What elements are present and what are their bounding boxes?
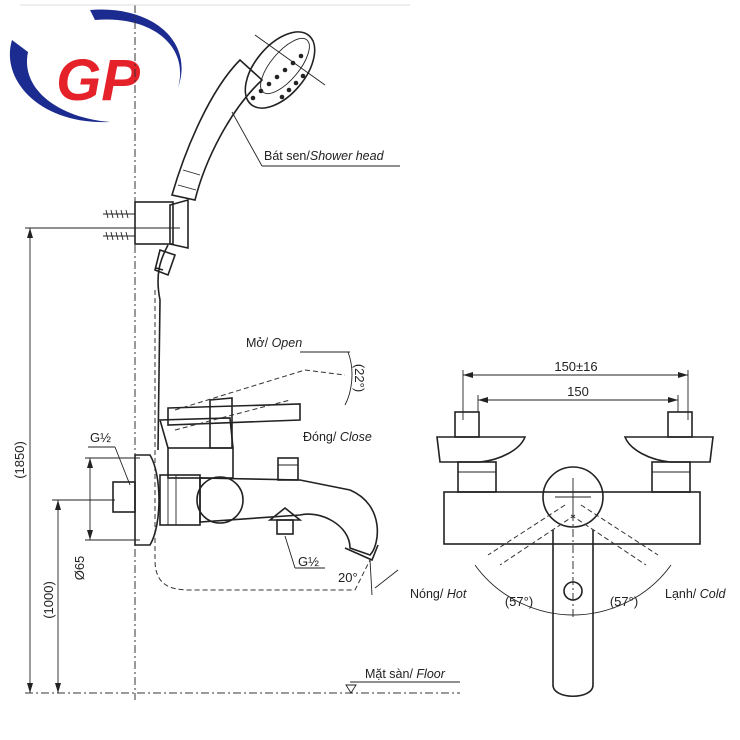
diameter-label: Ø65 bbox=[72, 556, 87, 581]
span-label: 150 bbox=[567, 384, 589, 399]
spout-angle-label: 20° bbox=[338, 570, 358, 585]
shower-handle bbox=[170, 58, 264, 201]
logo-swoosh-left bbox=[9, 40, 111, 123]
mixer-side-view bbox=[112, 369, 379, 562]
floor-label: Mặt sàn/ Floor bbox=[365, 667, 446, 681]
outlet-thread-label: G½ bbox=[298, 554, 319, 569]
hot-en: Hot bbox=[447, 587, 467, 601]
shower-head-leader bbox=[231, 111, 263, 167]
floor-en: Floor bbox=[416, 667, 445, 681]
dim-1000 bbox=[52, 499, 115, 693]
dim-diameter bbox=[85, 457, 140, 541]
logo-text: GP bbox=[56, 48, 140, 113]
shower-head-en: Shower head bbox=[310, 149, 385, 163]
dim-1850 bbox=[27, 228, 33, 693]
lever-angle-arc bbox=[344, 351, 353, 406]
cold-label: Lạnh/ Cold bbox=[665, 587, 727, 601]
open-en: Open bbox=[272, 336, 303, 350]
gp-logo: GP bbox=[9, 9, 182, 123]
span-tolerance-label: 150±16 bbox=[554, 359, 597, 374]
bracket-screws bbox=[103, 209, 135, 241]
cold-vi: Lạnh/ bbox=[665, 587, 697, 601]
shower-hose-dashed bbox=[154, 290, 371, 591]
height-total-label: (1850) bbox=[12, 441, 27, 479]
close-vi: Đóng/ bbox=[303, 430, 337, 444]
lever-angle-label: (22°) bbox=[352, 364, 367, 392]
shower-nozzles bbox=[250, 53, 306, 101]
floor-vi: Mặt sàn/ bbox=[365, 667, 413, 681]
shower-head-label: Bát sen/Shower head bbox=[264, 149, 385, 163]
shower-face bbox=[244, 31, 316, 109]
hot-angle-label: (57°) bbox=[505, 594, 533, 609]
spout-angle-ref bbox=[369, 559, 373, 596]
close-en: Close bbox=[340, 430, 372, 444]
shower-head bbox=[170, 31, 326, 201]
outlet-leader bbox=[284, 535, 296, 569]
inlet-thread-label: G½ bbox=[90, 430, 111, 445]
shower-head-vi: Bát sen/ bbox=[264, 149, 310, 163]
hot-label: Nóng/ Hot bbox=[410, 587, 467, 601]
cold-angle-label: (57°) bbox=[610, 594, 638, 609]
close-label: Đóng/ Close bbox=[303, 430, 372, 444]
hot-vi: Nóng/ bbox=[410, 587, 444, 601]
inlet-leader bbox=[114, 446, 131, 486]
open-label: Mở/ Open bbox=[246, 336, 302, 350]
logo-swoosh-right bbox=[90, 9, 182, 88]
open-vi: Mở/ bbox=[246, 336, 269, 350]
height-valve-label: (1000) bbox=[41, 581, 56, 619]
mixer-front-view bbox=[436, 370, 714, 697]
cold-en: Cold bbox=[700, 587, 727, 601]
wall-bracket bbox=[103, 198, 189, 249]
floor-marker bbox=[345, 684, 357, 694]
